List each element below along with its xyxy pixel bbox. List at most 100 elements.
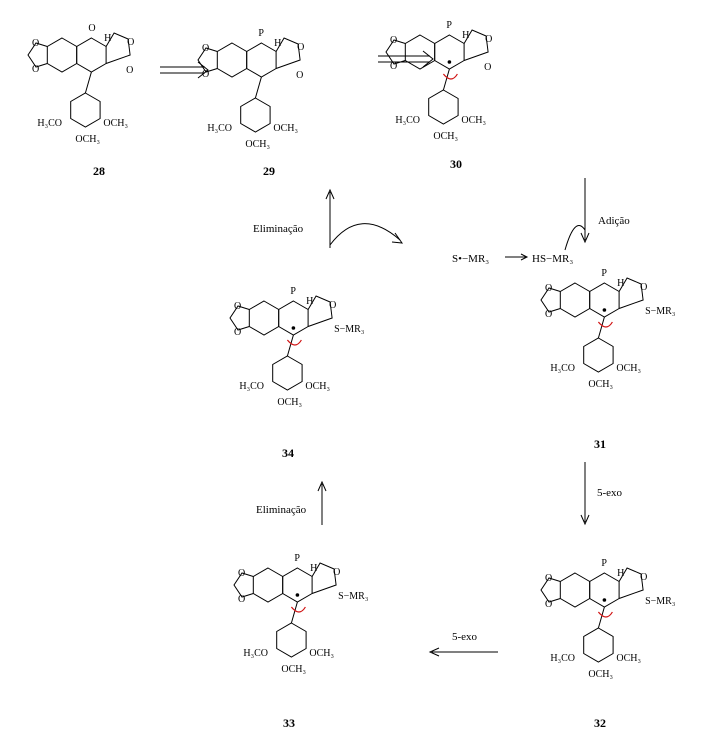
methylenedioxy-ring [197, 47, 218, 73]
methylenedioxy-ring [229, 305, 250, 331]
p-substituent-label: P [258, 28, 264, 39]
electron-arrow [290, 606, 306, 613]
benzene-ring [252, 567, 284, 603]
p-substituent-label: P [294, 553, 300, 564]
ring-c [278, 300, 309, 336]
ring-c [589, 572, 620, 608]
thiyl-radical: S•−MR₃ [452, 253, 489, 265]
curved-arrow-addition [564, 225, 586, 251]
arrow-elimination-bottom-up [317, 480, 327, 525]
curved-arrowhead [391, 232, 404, 244]
lactone-ring [463, 29, 489, 61]
step-5exo-bottom: 5-exo [452, 631, 478, 643]
oxygen-label: O [202, 69, 209, 80]
lactone-ring [275, 37, 301, 69]
oxygen-label: O [32, 64, 39, 75]
benzene-ring [216, 42, 248, 78]
methylenedioxy-ring [385, 39, 406, 65]
ring-oxygen-label: O [640, 572, 647, 583]
arrow-addition-down [580, 178, 590, 244]
step-elimination-top: Eliminação [253, 223, 304, 235]
trimethoxyphenyl-ring [272, 355, 303, 391]
lactone-ring [618, 567, 644, 599]
thio-substituent-label: S−MR₃ [334, 324, 364, 335]
methoxy-label: OCH₃ [75, 134, 100, 145]
methoxy-label: OCH₃ [616, 653, 641, 664]
compound-34-label: 34 [282, 446, 294, 460]
ring-oxygen-label: O [640, 282, 647, 293]
ring-c [76, 37, 107, 73]
ring-oxygen-label: O [329, 300, 336, 311]
lactone-ring [618, 277, 644, 309]
arrow-elimination-up [325, 188, 335, 248]
methoxy-label: H₃CO [207, 123, 232, 134]
aryl-bond [290, 601, 298, 624]
radical-dot [602, 308, 607, 312]
oxygen-label: O [545, 309, 552, 320]
methoxy-label: H₃CO [243, 648, 268, 659]
ring-oxygen-label: O [297, 42, 304, 53]
lactone-ring [311, 562, 337, 594]
radical-dot [295, 593, 300, 597]
aryl-bond [442, 68, 450, 91]
aryl-bond [254, 76, 262, 99]
methoxy-label: H₃CO [550, 363, 575, 374]
methoxy-label: H₃CO [239, 381, 264, 392]
oxygen-label: O [390, 61, 397, 72]
oxygen-label: O [238, 594, 245, 605]
step-addition: Adição [598, 215, 630, 227]
arrow-5exo-down [580, 462, 590, 526]
thiol-reagent: HS−MR₃ [532, 253, 573, 265]
methoxy-label: OCH₃ [273, 123, 298, 134]
radical-dot [447, 60, 452, 64]
aryl-bond [597, 316, 605, 339]
methoxy-label: OCH₃ [461, 115, 486, 126]
methoxy-label: OCH₃ [588, 669, 613, 680]
methylenedioxy-ring [233, 572, 254, 598]
lactone-ring [307, 295, 333, 327]
methoxy-label: H₃CO [395, 115, 420, 126]
thio-substituent-label: S−MR₃ [338, 591, 368, 602]
benzene-ring [559, 572, 591, 608]
benzene-ring [404, 34, 436, 70]
ketone-oxygen-label: O [88, 23, 95, 34]
curved-arrow-elimination [329, 223, 401, 246]
lactone-ring [105, 32, 131, 64]
methoxy-label: OCH₃ [305, 381, 330, 392]
ring-oxygen-label: O [485, 34, 492, 45]
thio-substituent-label: S−MR₃ [645, 596, 675, 607]
radical-dot [602, 598, 607, 602]
trimethoxyphenyl-ring [428, 89, 459, 125]
hydrogen-label: H [104, 33, 111, 44]
compound-31-label: 31 [594, 437, 606, 451]
ring-c [246, 42, 277, 78]
trimethoxyphenyl-ring [240, 97, 271, 133]
compound-33-label: 33 [283, 716, 295, 730]
methoxy-label: OCH₃ [103, 118, 128, 129]
compound-32-label: 32 [594, 716, 606, 730]
methylenedioxy-ring [540, 287, 561, 313]
trimethoxyphenyl-ring [70, 92, 101, 128]
methylenedioxy-ring [27, 42, 48, 68]
carbonyl-oxygen-label: O [126, 65, 133, 76]
p-substituent-label: P [601, 558, 607, 569]
step-5exo-right: 5-exo [597, 487, 623, 499]
aryl-bond [84, 71, 92, 94]
electron-arrow [597, 611, 613, 618]
compound-29-label: 29 [263, 164, 275, 178]
carbonyl-oxygen-label: O [296, 70, 303, 81]
ring-oxygen-label: O [333, 567, 340, 578]
compound-28-label: 28 [93, 164, 105, 178]
oxygen-label: O [234, 301, 241, 312]
p-substituent-label: P [290, 286, 296, 297]
methoxy-label: OCH₃ [588, 379, 613, 390]
thio-substituent-label: S−MR₃ [645, 306, 675, 317]
arrow-radical-to-thiol [505, 253, 529, 261]
oxygen-label: O [32, 38, 39, 49]
hydrogen-label: H [310, 563, 317, 574]
ring-c [589, 282, 620, 318]
electron-arrow [286, 339, 302, 346]
